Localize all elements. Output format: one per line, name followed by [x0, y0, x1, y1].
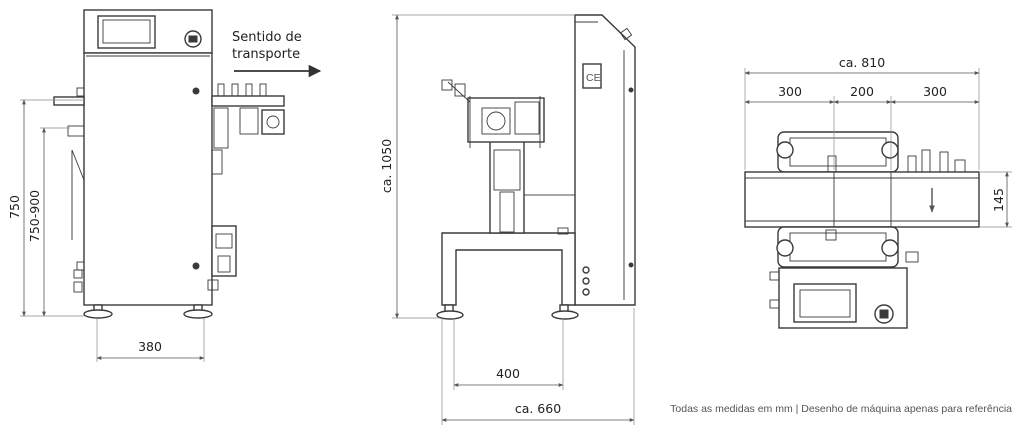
dim-top-seg-left: 300 — [778, 84, 802, 99]
dim-side-total-width: ca. 660 — [515, 401, 561, 416]
transport-label-line2: transporte — [232, 47, 300, 62]
dim-front-height: 750 — [7, 195, 22, 219]
dim-top-total-width: ca. 810 — [839, 55, 885, 70]
dim-side-height: ca. 1050 — [379, 139, 394, 193]
transport-direction: Sentido de transporte — [232, 30, 322, 78]
dim-top-seg-right: 300 — [923, 84, 947, 99]
footer-note: Todas as medidas em mm | Desenho de máqu… — [670, 403, 1012, 415]
dim-front-height-range: 750-900 — [27, 190, 42, 242]
side-dimensions: ca. 1050 400 ca. 660 — [379, 14, 635, 425]
dim-side-inner-width: 400 — [496, 366, 520, 381]
side-view: CE — [436, 14, 636, 320]
top-dimensions: ca. 810 300 200 300 145 — [744, 55, 1012, 228]
dim-top-belt-width: 145 — [991, 188, 1006, 212]
dim-top-seg-middle: 200 — [850, 84, 874, 99]
ce-mark: CE — [586, 72, 601, 84]
top-view — [744, 131, 980, 329]
transport-label-line1: Sentido de — [232, 30, 302, 45]
front-dimensions: 750 750-900 380 — [7, 99, 205, 362]
front-view — [53, 9, 285, 319]
dim-front-width: 380 — [138, 339, 162, 354]
